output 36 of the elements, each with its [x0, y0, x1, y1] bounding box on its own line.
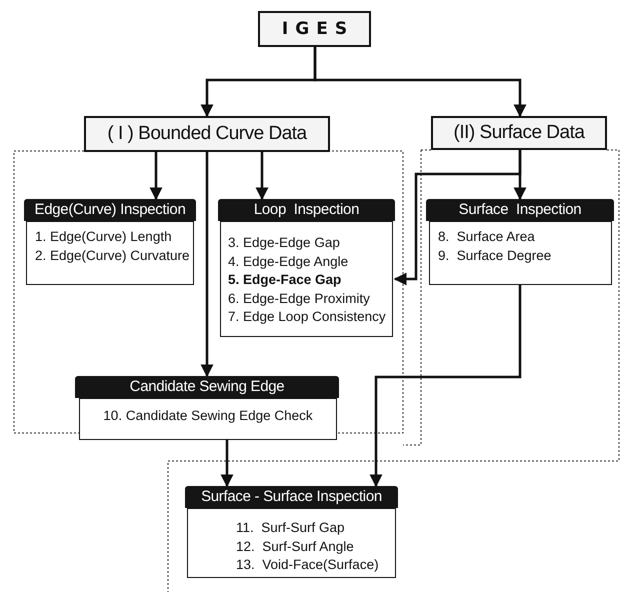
box-header: Surface - Surface Inspection — [185, 486, 398, 508]
category-box — [84, 116, 330, 152]
arrow — [200, 152, 214, 378]
box-header: Candidate Sewing Edge — [75, 376, 339, 398]
check-item: 8. Surface Area — [438, 228, 536, 246]
inspection-box — [426, 199, 614, 285]
check-item: 13. Void-Face(Surface) — [236, 556, 380, 574]
check-item: 7. Edge Loop Consistency — [228, 308, 387, 326]
check-item: 3. Edge-Edge Gap — [228, 234, 341, 252]
arrow — [150, 152, 162, 200]
category-box — [431, 116, 607, 150]
inspection-box — [24, 199, 196, 285]
inspection-box — [218, 199, 395, 337]
inspection-box — [185, 486, 398, 578]
arrow — [394, 150, 522, 286]
check-item: 11. Surf-Surf Gap — [236, 519, 346, 537]
arrow — [314, 47, 526, 118]
check-item: 2. Edge(Curve) Curvature — [35, 246, 191, 265]
box-header: Edge(Curve) Inspection — [24, 199, 196, 221]
box-title: IGES — [282, 19, 354, 39]
check-item: 6. Edge-Edge Proximity — [228, 290, 371, 308]
check-item: 9. Surface Degree — [438, 246, 552, 265]
arrow — [220, 440, 234, 488]
check-item: 12. Surf-Surf Angle — [236, 538, 355, 556]
check-item: 5. Edge-Face Gap — [228, 271, 342, 289]
box-header: Surface Inspection — [426, 199, 614, 221]
check-item: 10. Candidate Sewing Edge Check — [102, 407, 314, 425]
check-item: 1. Edge(Curve) Length — [35, 228, 173, 246]
box-title: ( I ) Bounded Curve Data — [107, 123, 307, 145]
inspection-box — [75, 376, 339, 440]
arrow — [370, 285, 522, 488]
box-header: Loop Inspection — [218, 199, 395, 221]
title-box — [258, 11, 371, 47]
arrow — [256, 152, 268, 200]
check-item: 4. Edge-Edge Angle — [228, 252, 350, 271]
box-title: (II) Surface Data — [454, 122, 584, 144]
